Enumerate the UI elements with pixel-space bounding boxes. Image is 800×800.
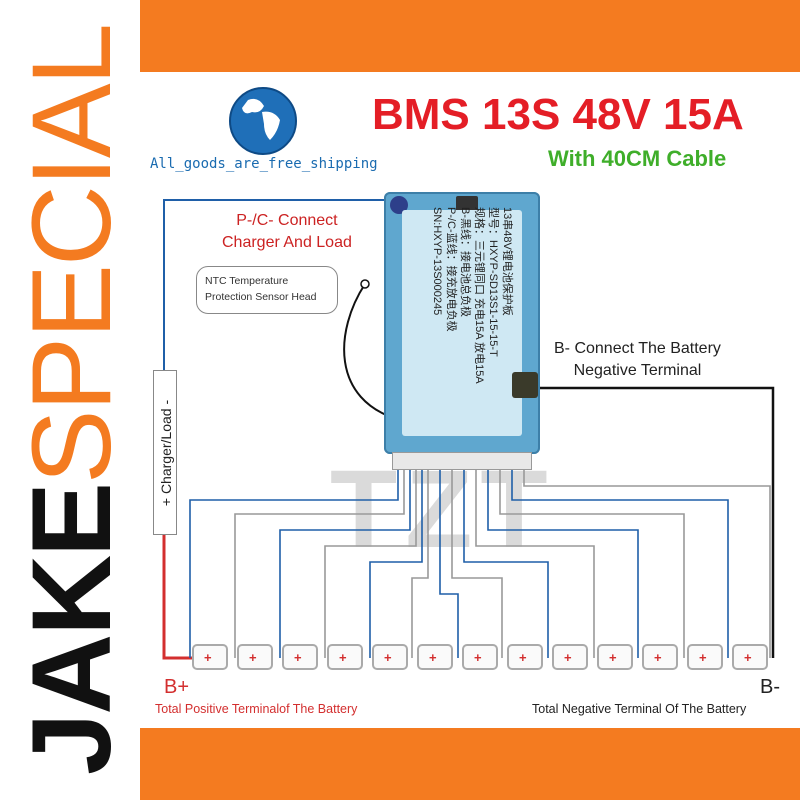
battery-cell: + bbox=[552, 644, 588, 670]
cell-plus-icon: + bbox=[339, 650, 347, 665]
free-shipping-tagline: All_goods_are_free_shipping bbox=[150, 156, 378, 172]
balance-connector bbox=[392, 452, 532, 470]
ntc-callout-line1: NTC Temperature bbox=[205, 275, 289, 287]
product-title: BMS 13S 48V 15A bbox=[372, 90, 744, 139]
cell-plus-icon: + bbox=[609, 650, 617, 665]
ntc-callout: NTC Temperature Protection Sensor Head bbox=[196, 266, 338, 314]
cell-plus-icon: + bbox=[519, 650, 527, 665]
battery-cell: + bbox=[687, 644, 723, 670]
bneg-callout-line2: Negative Terminal bbox=[573, 362, 702, 379]
cell-plus-icon: + bbox=[429, 650, 437, 665]
charger-load-label: + Charger/Load - bbox=[153, 370, 177, 535]
cell-plus-icon: + bbox=[564, 650, 572, 665]
switch-icon bbox=[456, 196, 478, 212]
battery-cell: + bbox=[192, 644, 228, 670]
neg-terminal-desc: Total Negative Terminal Of The Battery bbox=[532, 702, 747, 716]
bneg-callout: B- Connect The Battery Negative Terminal bbox=[554, 338, 721, 382]
brand-sidebar bbox=[0, 0, 140, 800]
pc-callout: P-/C- Connect Charger And Load bbox=[222, 210, 352, 254]
battery-cell: + bbox=[732, 644, 768, 670]
cell-plus-icon: + bbox=[249, 650, 257, 665]
cell-plus-icon: + bbox=[294, 650, 302, 665]
bneg-terminal-icon bbox=[512, 372, 538, 398]
pc-callout-line2: Charger And Load bbox=[222, 234, 352, 251]
cell-plus-icon: + bbox=[744, 650, 752, 665]
pc-callout-line1: P-/C- Connect bbox=[236, 212, 338, 229]
battery-cell: + bbox=[372, 644, 408, 670]
pos-terminal-label: B+ bbox=[164, 676, 190, 698]
battery-cell: + bbox=[462, 644, 498, 670]
battery-cell: + bbox=[642, 644, 678, 670]
cell-plus-icon: + bbox=[654, 650, 662, 665]
board-sticker bbox=[402, 210, 522, 436]
battery-cell: + bbox=[417, 644, 453, 670]
bms-board: 13串48V锂电池保护板 型号：HXYP-SD13S1-15-15-T 规格：三… bbox=[384, 192, 540, 454]
capacitor-icon bbox=[390, 196, 408, 214]
neg-terminal-label: B- bbox=[760, 676, 780, 698]
cell-plus-icon: + bbox=[384, 650, 392, 665]
board-label-text: 13串48V锂电池保护板 型号：HXYP-SD13S1-15-15-T 规格：三… bbox=[431, 207, 513, 384]
bneg-callout-line1: B- Connect The Battery bbox=[554, 340, 721, 357]
battery-cell: + bbox=[597, 644, 633, 670]
battery-cell: + bbox=[327, 644, 363, 670]
cell-plus-icon: + bbox=[204, 650, 212, 665]
battery-cell: + bbox=[237, 644, 273, 670]
battery-cell: + bbox=[507, 644, 543, 670]
battery-cell: + bbox=[282, 644, 318, 670]
cell-plus-icon: + bbox=[699, 650, 707, 665]
ntc-callout-line2: Protection Sensor Head bbox=[205, 291, 317, 303]
pos-terminal-desc: Total Positive Terminalof The Battery bbox=[155, 702, 358, 716]
cell-plus-icon: + bbox=[474, 650, 482, 665]
globe-icon bbox=[229, 87, 297, 155]
charger-load-text: + Charger/Load - bbox=[158, 399, 174, 507]
product-subtitle: With 40CM Cable bbox=[548, 146, 727, 171]
